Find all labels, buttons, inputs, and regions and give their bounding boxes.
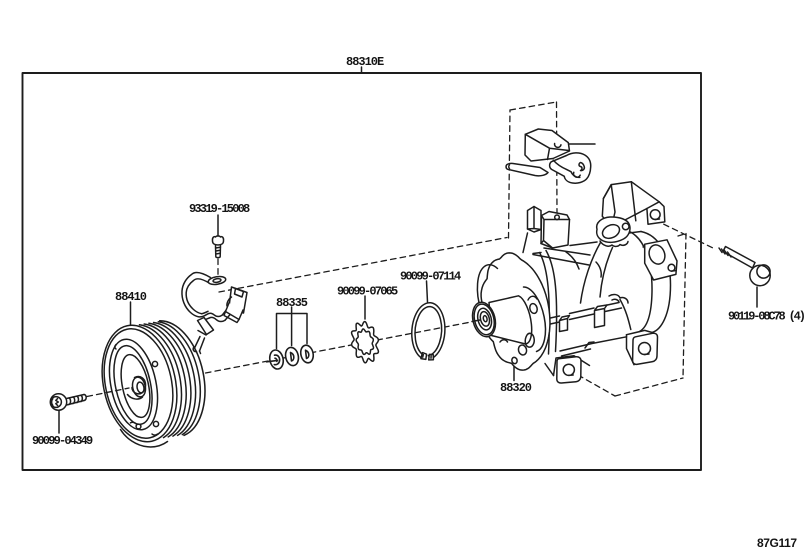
svg-text:88335: 88335 (276, 296, 308, 310)
svg-text:90099-04349: 90099-04349 (32, 434, 93, 448)
svg-text:90119-08C78 (4): 90119-08C78 (4) (728, 310, 805, 324)
svg-text:90099-07065: 90099-07065 (337, 285, 398, 299)
svg-text:90099-07114: 90099-07114 (400, 270, 461, 284)
svg-text:88310E: 88310E (346, 55, 384, 69)
svg-text:88320: 88320 (500, 381, 532, 395)
svg-text:88410: 88410 (115, 290, 147, 304)
svg-text:87G117: 87G117 (757, 536, 797, 550)
svg-text:93319-15008: 93319-15008 (189, 202, 250, 216)
